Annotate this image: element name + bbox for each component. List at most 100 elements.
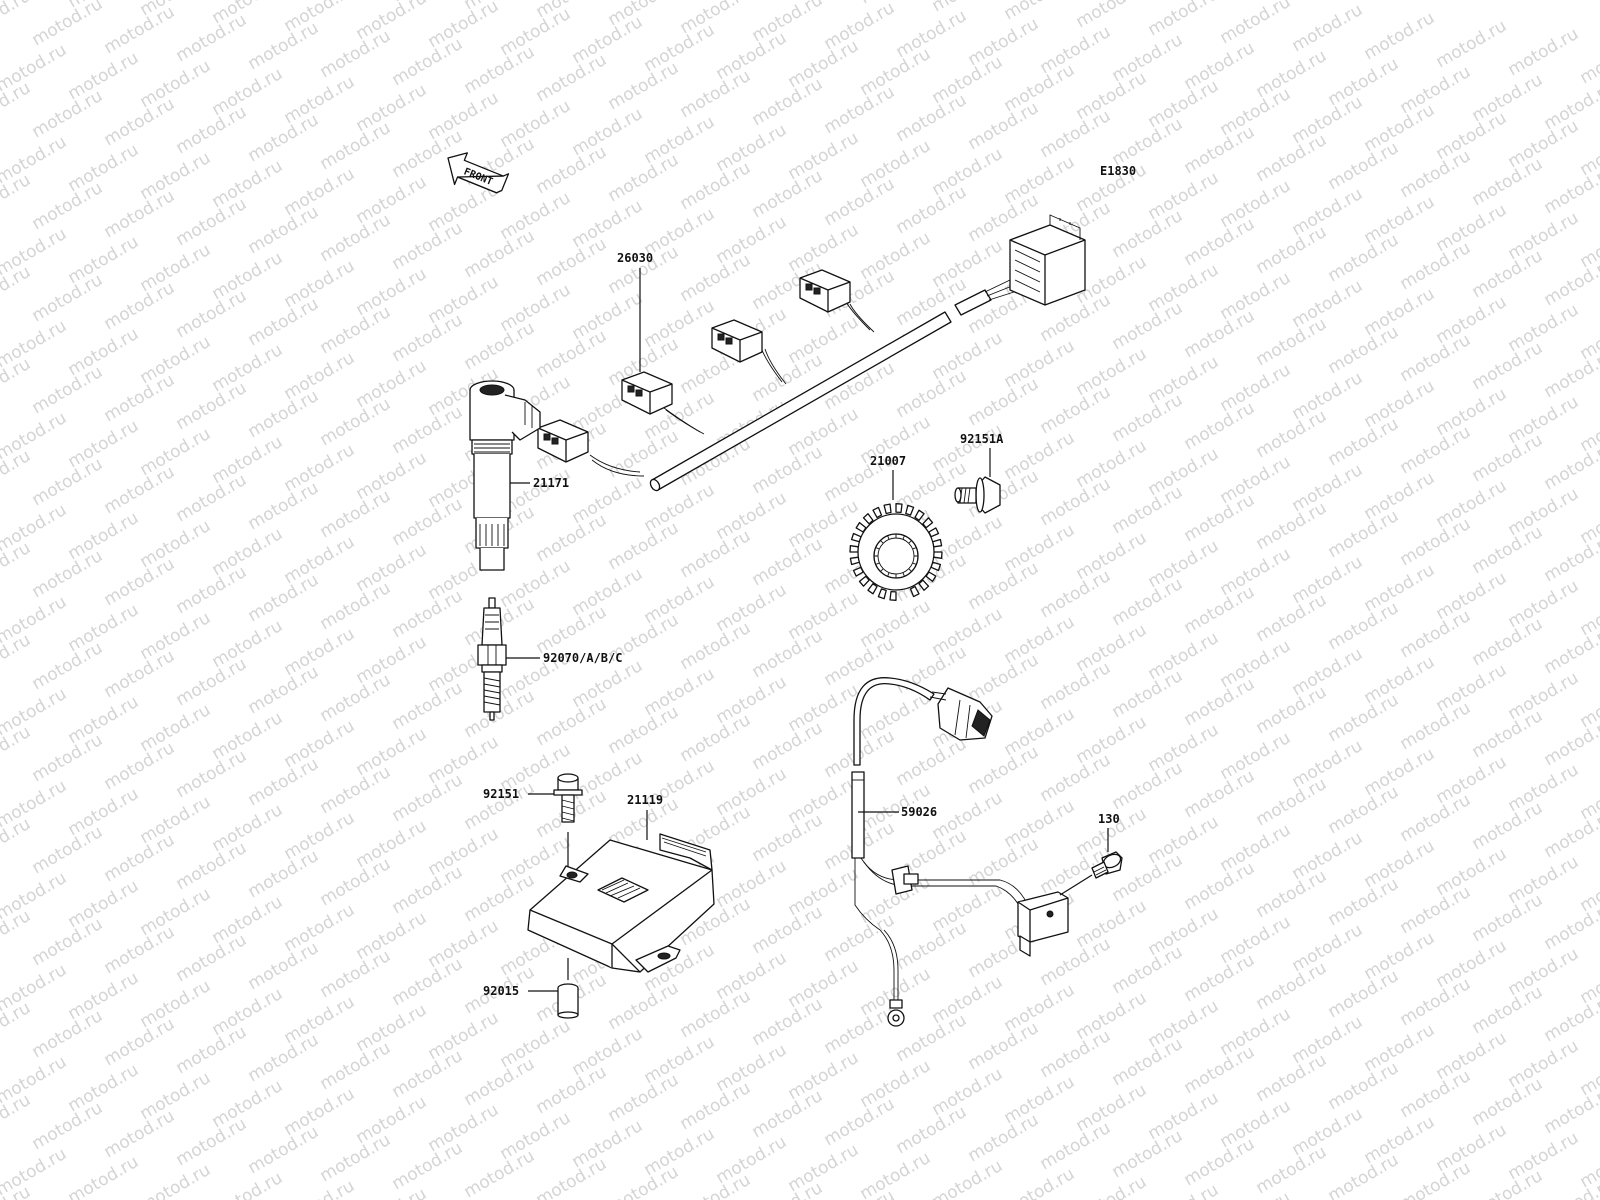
- watermark-text: motod.ru: [785, 588, 863, 644]
- watermark-text: motod.ru: [1073, 620, 1151, 676]
- watermark-text: motod.ru: [137, 56, 215, 112]
- watermark-text: motod.ru: [1469, 890, 1547, 946]
- watermark-text: motod.ru: [497, 1016, 575, 1072]
- watermark-text: motod.ru: [1217, 728, 1295, 784]
- watermark-text: motod.ru: [929, 972, 1007, 1028]
- watermark-text: motod.ru: [1469, 982, 1547, 1038]
- watermark-text: motod.ru: [1433, 568, 1511, 624]
- watermark-text: motod.ru: [533, 234, 611, 290]
- watermark-text: motod.ru: [281, 808, 359, 864]
- watermark-text: motod.ru: [1505, 1036, 1583, 1092]
- watermark-text: motod.ru: [173, 746, 251, 802]
- watermark-text: motod.ru: [1109, 298, 1187, 354]
- watermark-text: motod.ru: [1469, 522, 1547, 578]
- watermark-text: motod.ru: [677, 618, 755, 674]
- watermark-text: motod.ru: [1433, 936, 1511, 992]
- watermark-text: motod.ru: [713, 212, 791, 268]
- watermark-text: motod.ru: [1109, 390, 1187, 446]
- watermark-text: motod.ru: [101, 738, 179, 794]
- watermark-text: motod.ru: [173, 562, 251, 618]
- watermark-text: motod.ru: [1433, 752, 1511, 808]
- watermark-text: motod.ru: [893, 6, 971, 62]
- watermark-text: motod.ru: [533, 1062, 611, 1118]
- watermark-text: motod.ru: [1109, 30, 1187, 86]
- watermark-text: motod.ru: [101, 462, 179, 518]
- watermark-text: motod.ru: [317, 578, 395, 634]
- watermark-text: motod.ru: [929, 1064, 1007, 1120]
- watermark-text: motod.ru: [1217, 84, 1295, 140]
- label-21171: 21171: [533, 476, 569, 490]
- watermark-text: motod.ru: [137, 516, 215, 572]
- watermark-text: motod.ru: [281, 164, 359, 220]
- watermark-text: motod.ru: [1433, 844, 1511, 900]
- watermark-text: motod.ru: [1073, 1172, 1151, 1200]
- watermark-text: motod.ru: [1289, 368, 1367, 424]
- watermark-text: motod.ru: [209, 616, 287, 672]
- watermark-text: motod.ru: [1397, 514, 1475, 570]
- watermark-text: motod.ru: [1469, 430, 1547, 486]
- watermark-text: motod.ru: [317, 486, 395, 542]
- watermark-text: motod.ru: [209, 800, 287, 856]
- watermark-text: motod.ru: [749, 1086, 827, 1142]
- watermark-text: motod.ru: [1397, 330, 1475, 386]
- watermark-text: motod.ru: [641, 112, 719, 168]
- watermark-text: motod.ru: [173, 10, 251, 66]
- watermark-text: motod.ru: [65, 324, 143, 380]
- watermark-text: motod.ru: [569, 288, 647, 344]
- watermark-text: motod.ru: [1145, 720, 1223, 776]
- watermark-text: motod.ru: [281, 440, 359, 496]
- watermark-text: motod.ru: [1145, 352, 1223, 408]
- watermark-text: motod.ru: [1073, 896, 1151, 952]
- front-arrow-icon: FRONT: [447, 152, 510, 194]
- watermark-text: motod.ru: [1037, 382, 1115, 438]
- watermark-text: motod.ru: [965, 650, 1043, 706]
- watermark-text: motod.ru: [65, 692, 143, 748]
- watermark-text: motod.ru: [209, 64, 287, 120]
- watermark-text: motod.ru: [1253, 406, 1331, 462]
- watermark-text: motod.ru: [1109, 114, 1187, 170]
- watermark-text: motod.ru: [497, 556, 575, 612]
- watermark-text: motod.ru: [1217, 1188, 1295, 1200]
- watermark-text: motod.ru: [1253, 130, 1331, 186]
- watermark-text: motod.ru: [1145, 904, 1223, 960]
- watermark-text: motod.ru: [929, 144, 1007, 200]
- label-21007: 21007: [870, 454, 906, 468]
- watermark-text: motod.ru: [857, 0, 935, 8]
- watermark-text: motod.ru: [1289, 276, 1367, 332]
- watermark-text: motod.ru: [389, 586, 467, 642]
- watermark-text: motod.ru: [965, 1018, 1043, 1074]
- watermark-text: motod.ru: [1109, 666, 1187, 722]
- watermark-text: motod.ru: [65, 600, 143, 656]
- watermark-text: motod.ru: [209, 708, 287, 764]
- watermark-text: motod.ru: [1109, 942, 1187, 998]
- watermark-text: motod.ru: [1361, 468, 1439, 524]
- watermark-text: motod.ru: [245, 110, 323, 166]
- watermark-text: motod.ru: [785, 772, 863, 828]
- watermark-text: motod.ru: [29, 638, 107, 694]
- watermark-text: motod.ru: [1109, 758, 1187, 814]
- watermark-text: motod.ru: [1073, 1080, 1151, 1136]
- watermark-text: motod.ru: [1217, 452, 1295, 508]
- watermark-text: motod.ru: [1109, 1034, 1187, 1090]
- watermark-text: motod.ru: [1037, 750, 1115, 806]
- watermark-text: motod.ru: [1217, 1004, 1295, 1060]
- watermark-text: motod.ru: [137, 332, 215, 388]
- watermark-text: motod.ru: [1433, 476, 1511, 532]
- watermark-text: motod.ru: [1505, 208, 1583, 264]
- watermark-text: motod.ru: [245, 570, 323, 626]
- watermark-text: motod.ru: [1001, 336, 1079, 392]
- watermark-text: motod.ru: [605, 1070, 683, 1126]
- watermark-text: motod.ru: [641, 1124, 719, 1180]
- harness-connector-3: [711, 319, 763, 363]
- watermark-text: motod.ru: [1181, 1134, 1259, 1190]
- watermark-text: motod.ru: [29, 546, 107, 602]
- watermark-text: motod.ru: [281, 532, 359, 588]
- watermark-text: motod.ru: [65, 508, 143, 564]
- watermark-text: motod.ru: [497, 4, 575, 60]
- watermark-text: motod.ru: [425, 824, 503, 880]
- watermark-text: motod.ru: [965, 98, 1043, 154]
- watermark-text: motod.ru: [1289, 552, 1367, 608]
- watermark-text: motod.ru: [713, 948, 791, 1004]
- watermark-text: motod.ru: [929, 1156, 1007, 1200]
